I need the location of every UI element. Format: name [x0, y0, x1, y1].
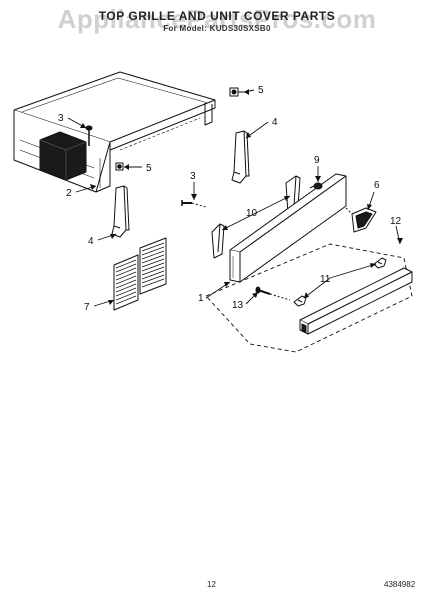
- screw-part-thirteen[interactable]: [255, 286, 291, 301]
- side-bracket-upper[interactable]: [231, 130, 250, 184]
- callout-10: 10: [246, 208, 258, 219]
- grille-plug[interactable]: [309, 182, 323, 190]
- air-grille-louver[interactable]: [113, 237, 167, 311]
- callout-labels: 3 2 5 4 5 4 3 10 9 6 12 7 1 11 13: [58, 85, 402, 313]
- top-grille-panel[interactable]: [229, 173, 347, 283]
- screw-part-five-upper[interactable]: [229, 87, 244, 97]
- callout-9: 9: [314, 155, 320, 166]
- callout-5-lower: 5: [146, 163, 152, 174]
- callout-3-upper: 3: [58, 113, 64, 124]
- callout-4-upper: 4: [272, 117, 278, 128]
- unit-cover-part[interactable]: [13, 71, 216, 193]
- screw-part-five-lower[interactable]: [115, 162, 124, 171]
- callout-11: 11: [320, 274, 331, 285]
- callout-6: 6: [374, 180, 380, 191]
- lower-trim-rail[interactable]: [299, 267, 413, 335]
- callout-1: 1: [198, 293, 204, 304]
- page-number: 12: [207, 580, 216, 589]
- callout-2: 2: [66, 188, 72, 199]
- grille-bracket-left[interactable]: [211, 223, 225, 259]
- grille-end-cap[interactable]: [345, 207, 377, 233]
- kit-boundary-dashed: [205, 243, 413, 353]
- callout-7: 7: [84, 302, 90, 313]
- cover-control-box: [39, 131, 87, 181]
- watermark-text: AppliancePartsPros.com: [57, 4, 377, 34]
- diagram-title: TOP GRILLE AND UNIT COVER PARTS: [98, 9, 336, 23]
- side-bracket-lower[interactable]: [111, 185, 130, 238]
- diagram-subtitle: For Model: KUDS30SXSB0: [163, 24, 271, 33]
- callout-5-upper: 5: [258, 85, 264, 96]
- callout-12: 12: [390, 216, 402, 227]
- callout-13: 13: [232, 300, 244, 311]
- retainer-clip-lower[interactable]: [293, 295, 307, 307]
- leader-arrowheads: [80, 89, 403, 305]
- screw-part-lower[interactable]: [181, 200, 207, 208]
- document-number: 4384982: [384, 580, 416, 589]
- callout-4-lower: 4: [88, 236, 94, 247]
- callout-3-lower: 3: [190, 171, 196, 182]
- retainer-clip-upper[interactable]: [373, 257, 387, 269]
